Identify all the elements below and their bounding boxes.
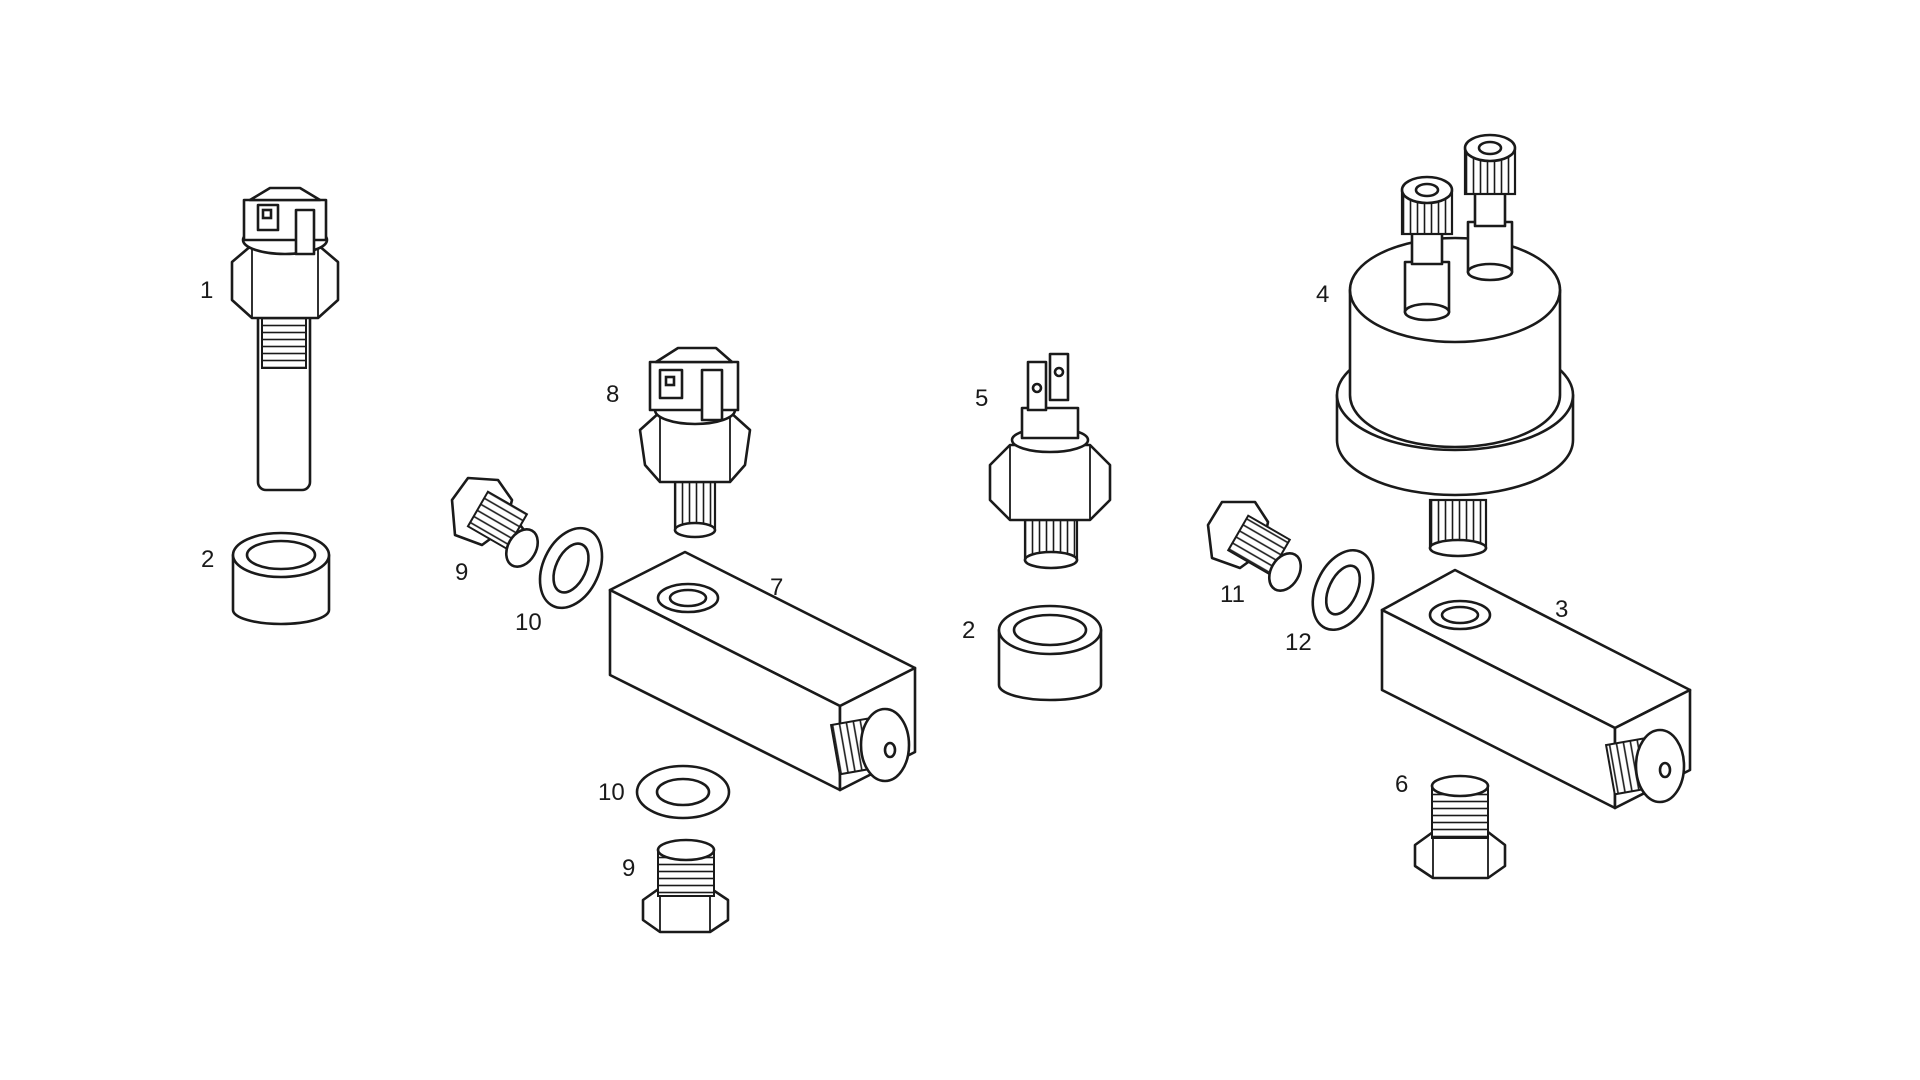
part-10-sealing-washer-top (538, 526, 604, 610)
part-8-pressure-switch (638, 346, 752, 539)
callout-part-9-bottom: 9 (622, 855, 635, 882)
part-1-temperature-sender (230, 186, 340, 492)
part-2-adapter-bushing-left (231, 531, 331, 626)
callout-part-8: 8 (606, 381, 619, 408)
part-3-adapter-block (1380, 568, 1692, 810)
callout-part-5: 5 (975, 385, 988, 412)
part-10-sealing-washer-bottom (635, 764, 731, 820)
callout-part-6: 6 (1395, 771, 1408, 798)
part-12-sealing-washer (1311, 548, 1375, 632)
callout-part-4: 4 (1316, 281, 1329, 308)
callout-part-1: 1 (200, 277, 213, 304)
part-4-oil-pressure-sender (1335, 133, 1575, 558)
callout-part-9-top: 9 (455, 559, 468, 586)
part-9-plug-screw-top (450, 476, 540, 568)
part-7-adapter-block (608, 550, 917, 792)
part-2-adapter-bushing-middle (997, 604, 1103, 702)
callout-part-12: 12 (1285, 629, 1312, 656)
callout-part-10-top: 10 (515, 609, 542, 636)
callout-part-11: 11 (1220, 581, 1245, 608)
part-11-plug-screw (1206, 500, 1303, 592)
callout-part-3: 3 (1555, 596, 1568, 623)
callout-part-10-bottom: 10 (598, 779, 625, 806)
callout-part-7: 7 (770, 574, 783, 601)
part-5-pressure-switch (988, 352, 1112, 570)
part-6-plug-screw (1413, 774, 1507, 880)
part-9-plug-screw-bottom (641, 838, 730, 934)
callout-part-2-left: 2 (201, 546, 214, 573)
callout-part-2-middle: 2 (962, 617, 975, 644)
